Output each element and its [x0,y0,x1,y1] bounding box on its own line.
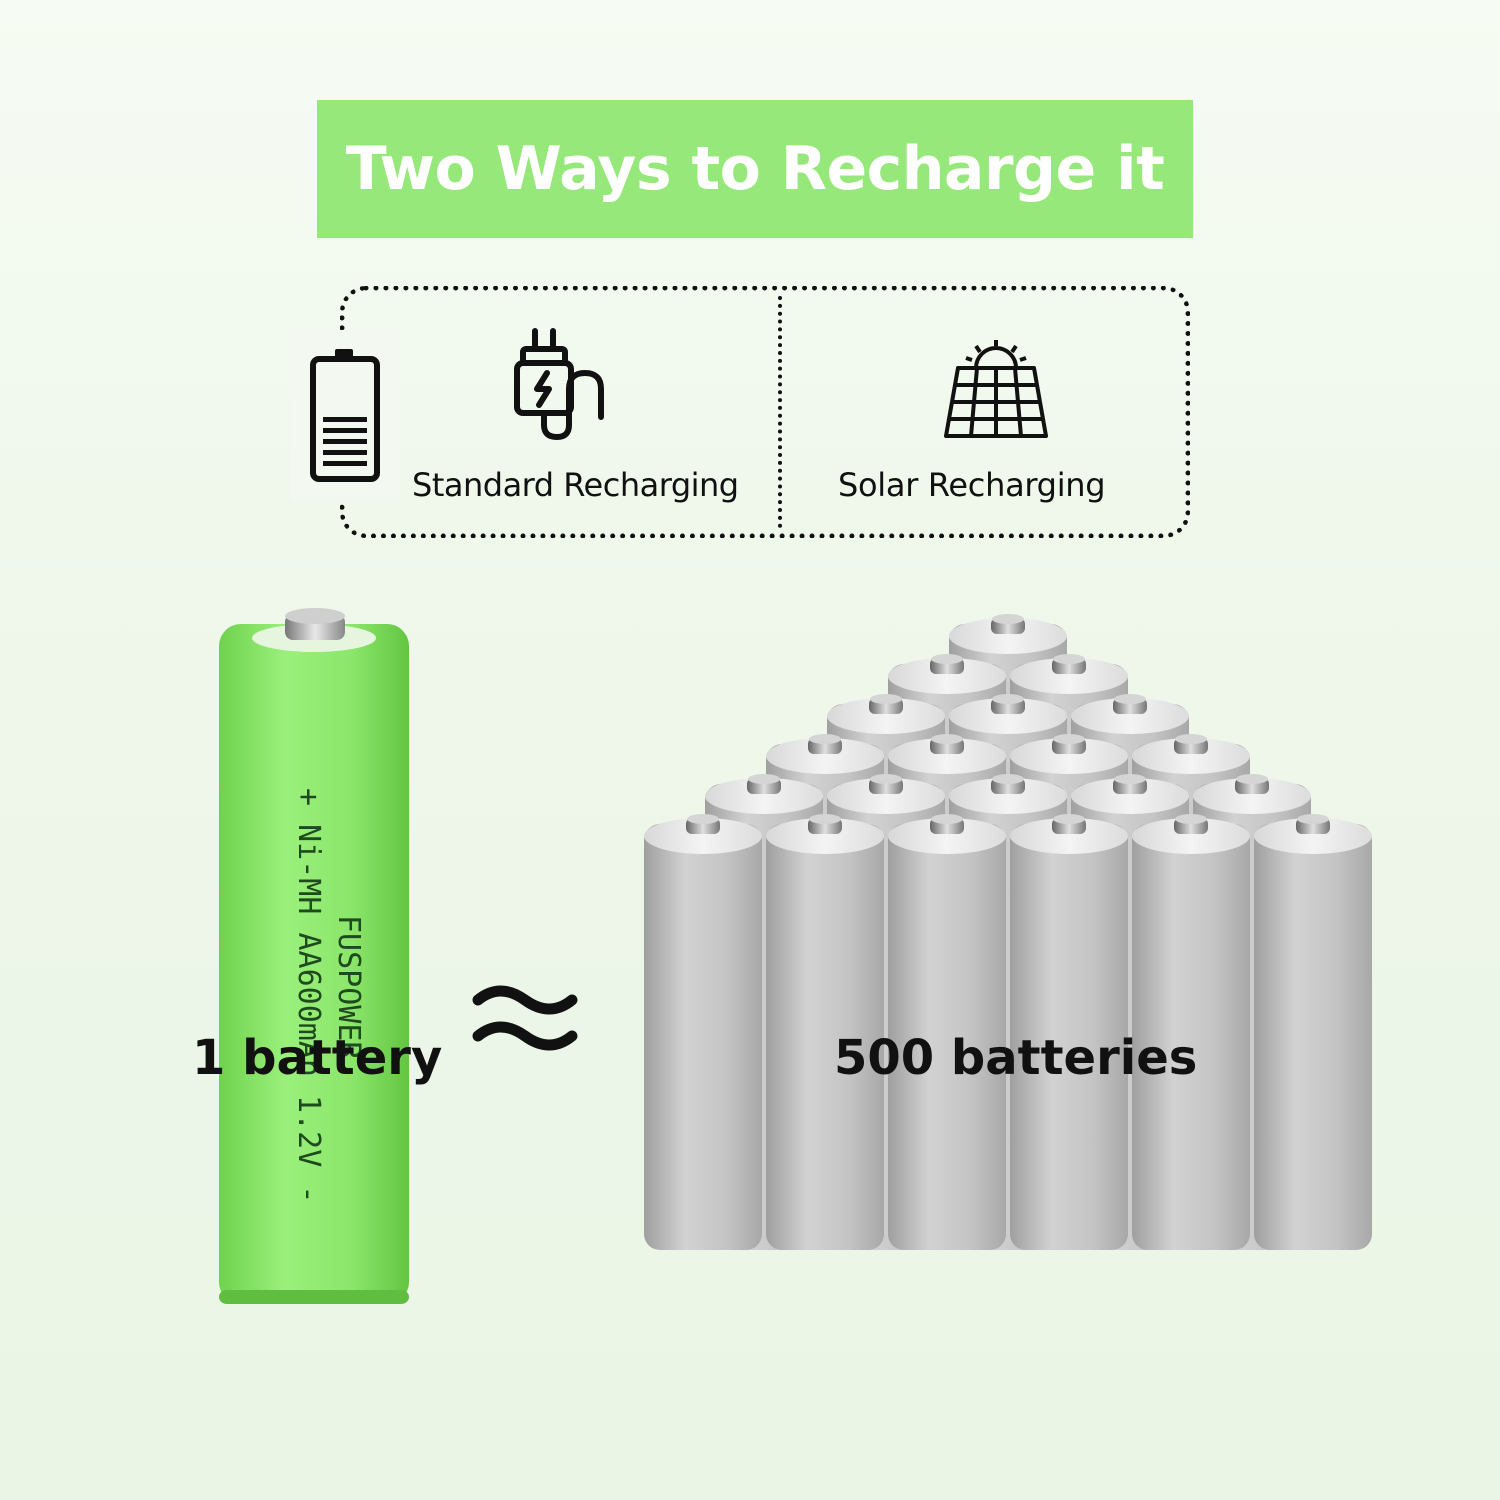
battery-brand-text: FUSPOWER [331,915,366,1060]
one-battery-caption: 1 battery [192,1030,443,1086]
approximately-equal-icon [472,985,578,1051]
many-batteries-caption: 500 batteries [834,1030,1198,1086]
green-aa-battery: + Ni-MH AA600mAh 1.2V - FUSPOWER [219,608,409,1304]
battery-level-icon [290,330,400,500]
gray-battery [1254,814,1372,1250]
plug-charger-icon [514,328,604,440]
page-title: Two Ways to Recharge it [345,134,1165,204]
gray-battery [888,814,1006,1250]
methods-divider [778,296,782,528]
gray-battery [1010,814,1128,1250]
solar-panel-icon [944,340,1048,438]
battery-spec-text: + Ni-MH AA600mAh 1.2V - [291,788,326,1203]
gray-battery [1132,814,1250,1250]
title-banner: Two Ways to Recharge it [317,100,1193,238]
solar-recharging-label: Solar Recharging [838,466,1106,504]
gray-battery [766,814,884,1250]
standard-recharging-label: Standard Recharging [412,466,739,504]
gray-battery-stack [644,614,1372,1250]
gray-battery [644,814,762,1250]
